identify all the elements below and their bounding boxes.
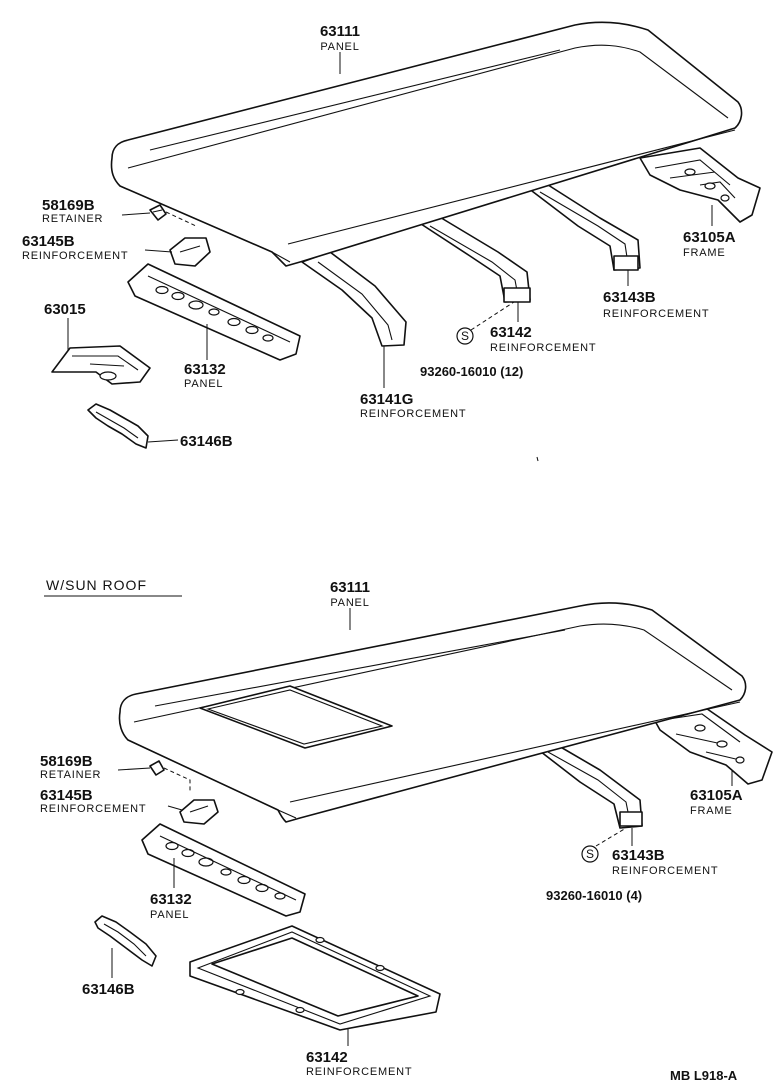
top-label-63132: 63132 xyxy=(184,361,226,378)
top-reinf-63145b xyxy=(169,237,211,267)
bottom-label-63105a-name: FRAME xyxy=(690,805,733,817)
top-screw-symbol: S xyxy=(456,301,515,345)
bottom-reinf-63145b xyxy=(179,799,219,825)
bottom-label-63142-name: REINFORCEMENT xyxy=(306,1066,412,1078)
top-label-58169b-name: RETAINER xyxy=(42,213,103,225)
top-strip-63146b xyxy=(87,403,149,449)
top-frame-63105a xyxy=(639,147,761,223)
top-label-63111: 63111 xyxy=(320,23,360,40)
top-label-63143b: 63143B xyxy=(603,289,656,306)
bottom-label-63132: 63132 xyxy=(150,891,192,908)
top-label-63142-name: REINFORCEMENT xyxy=(490,342,596,354)
bottom-screw-symbol: S xyxy=(581,827,627,863)
top-bow-front-63141g xyxy=(301,251,407,347)
bottom-frame-63105a xyxy=(649,703,773,785)
bottom-label-58169b-name: RETAINER xyxy=(40,769,101,781)
bottom-label-58169b: 58169B xyxy=(40,753,93,770)
bottom-bow-rear-63143b xyxy=(535,741,643,829)
bottom-label-63143b-name: REINFORCEMENT xyxy=(612,865,718,877)
bottom-label-63105a: 63105A xyxy=(690,787,743,804)
top-label-63105a-name: FRAME xyxy=(683,247,726,259)
bottom-label-63145b-name: REINFORCEMENT xyxy=(40,803,146,815)
top-label-63132-name: PANEL xyxy=(184,378,223,390)
top-front-panel-63132 xyxy=(127,263,301,361)
top-bracket-63015 xyxy=(51,345,151,385)
top-label-63141g-name: REINFORCEMENT xyxy=(360,408,466,420)
bottom-label-screw-93260: 93260-16010 (4) xyxy=(546,888,642,903)
bottom-screw-letter: S xyxy=(586,847,594,861)
bottom-label-63111-name: PANEL xyxy=(330,597,369,609)
bottom-roof-panel-63111 xyxy=(118,602,747,823)
top-roof-panel-63111 xyxy=(110,21,743,267)
top-label-63143b-name: REINFORCEMENT xyxy=(603,308,709,320)
bottom-label-63145b: 63145B xyxy=(40,787,93,804)
top-retainer-58169b xyxy=(149,204,197,227)
top-label-63145b-name: REINFORCEMENT xyxy=(22,250,128,262)
bottom-label-63111: 63111 xyxy=(330,579,370,596)
bottom-label-63132-name: PANEL xyxy=(150,909,189,921)
bottom-retainer-58169b xyxy=(149,760,191,792)
top-label-63146b: 63146B xyxy=(180,433,233,450)
top-label-63111-name: PANEL xyxy=(320,41,359,53)
bottom-label-63143b: 63143B xyxy=(612,847,665,864)
bottom-assembly: S 63111 PANEL 58169B RETAINER 63145B REI… xyxy=(40,579,773,1078)
bottom-label-63146b: 63146B xyxy=(82,981,135,998)
bottom-front-panel-63132 xyxy=(141,823,306,917)
top-label-58169b: 58169B xyxy=(42,197,95,214)
top-label-screw-93260: 93260-16010 (12) xyxy=(420,364,523,379)
top-label-63142: 63142 xyxy=(490,324,532,341)
sunroof-section-header: W/SUN ROOF xyxy=(44,577,182,597)
bottom-sunroof-reinf-63142 xyxy=(189,925,441,1031)
top-assembly: S 63111 PANEL 58169B RETAINER 63145B REI… xyxy=(22,21,761,462)
top-label-63105a: 63105A xyxy=(683,229,736,246)
top-label-63145b: 63145B xyxy=(22,233,75,250)
top-label-63015: 63015 xyxy=(44,301,86,318)
top-bow-mid-63142 xyxy=(417,215,531,303)
drawing-reference: MB L918-A xyxy=(670,1068,738,1083)
top-label-63141g: 63141G xyxy=(360,391,413,408)
bottom-strip-63146b xyxy=(94,915,157,967)
top-screw-letter: S xyxy=(461,329,469,343)
top-bow-rear-63143b xyxy=(527,182,641,271)
section-header-text: W/SUN ROOF xyxy=(46,577,147,593)
bottom-label-63142: 63142 xyxy=(306,1049,348,1066)
